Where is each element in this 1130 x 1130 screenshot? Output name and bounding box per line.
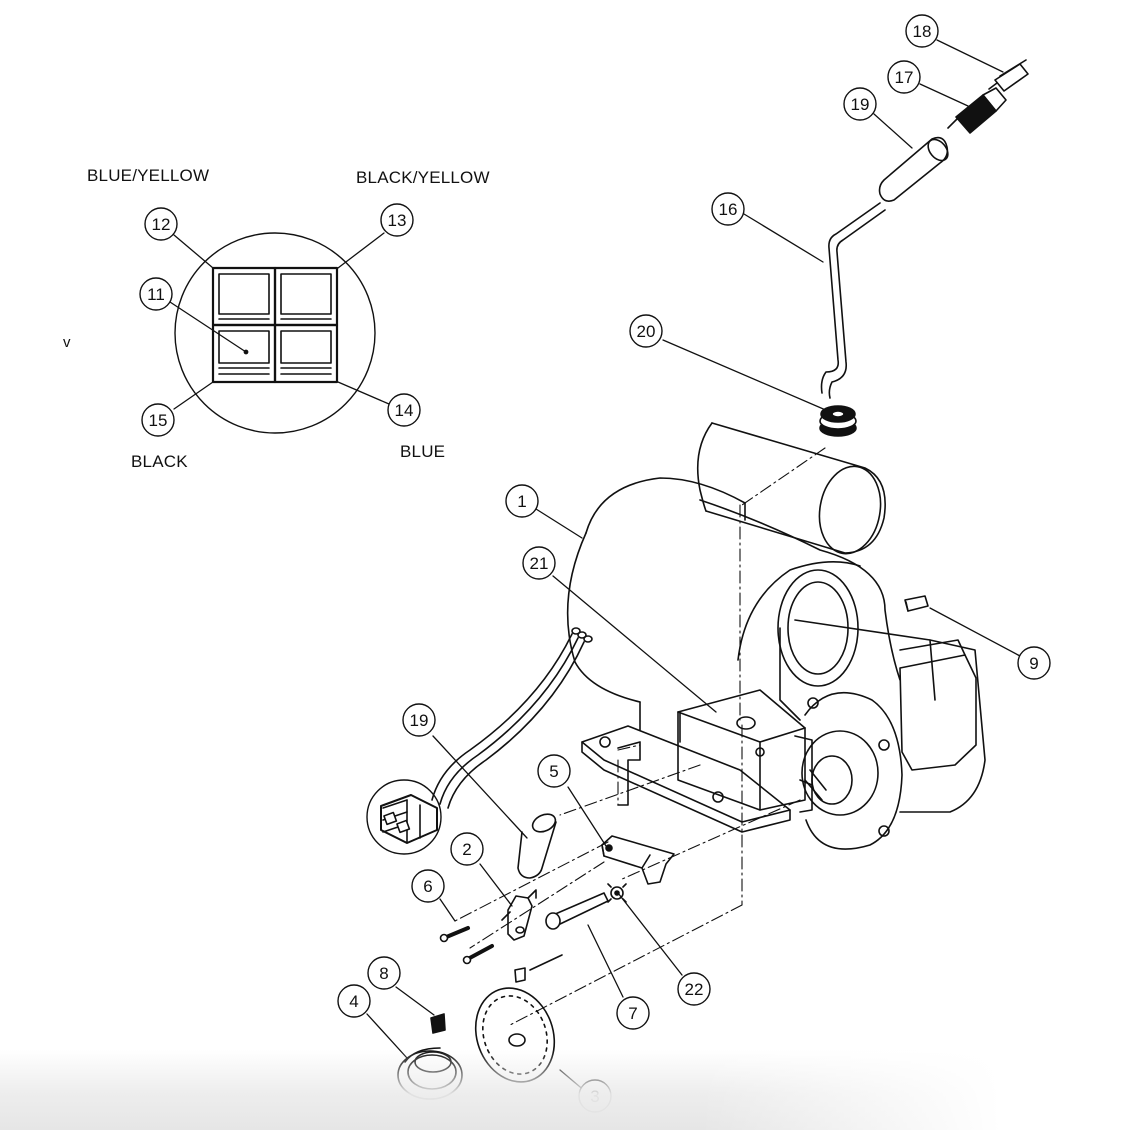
pulley-4 (397, 1047, 463, 1100)
callout-1: 1 (505, 484, 539, 518)
callout-circle (387, 393, 421, 427)
callout-number: 15 (149, 411, 168, 430)
callout-20: 20 (629, 314, 663, 348)
callout-12: 12 (144, 207, 178, 241)
callout-number: 19 (851, 95, 870, 114)
callout-number: 20 (637, 322, 656, 341)
callout-circle (629, 314, 663, 348)
callout-number: 22 (685, 980, 704, 999)
stray-mark: v (63, 334, 71, 351)
connector-cell-top-left (211, 266, 277, 327)
connector-cell-bottom-left (211, 323, 277, 384)
callout-number: 18 (913, 22, 932, 41)
callout-number: 9 (1029, 654, 1038, 673)
callout-15: 15 (141, 403, 175, 437)
callout-8: 8 (367, 956, 401, 990)
callout-circle (450, 832, 484, 866)
plug-17 (947, 87, 1007, 134)
callout-circle (522, 546, 556, 580)
encoder-disk (474, 987, 556, 1083)
callout-number: 4 (349, 992, 358, 1011)
callout-circle (905, 14, 939, 48)
callout-11: 11 (139, 277, 173, 311)
callout-21: 21 (522, 546, 556, 580)
motor-leads (431, 627, 593, 809)
callout-circle (144, 207, 178, 241)
callout-circle (380, 203, 414, 237)
callout-number: 19 (410, 711, 429, 730)
callout-circle (1017, 646, 1051, 680)
callout-number: 16 (719, 200, 738, 219)
callout-circle (677, 972, 711, 1006)
callout-number: 3 (590, 1087, 599, 1106)
callout-14: 14 (387, 393, 421, 427)
sleeve-top (878, 136, 949, 202)
callout-circle (141, 403, 175, 437)
connector-detail (174, 232, 376, 434)
callout-4: 4 (337, 984, 371, 1018)
callout-2: 2 (450, 832, 484, 866)
callout-16: 16 (711, 192, 745, 226)
terminal-18 (988, 59, 1029, 92)
grommet-20 (819, 405, 857, 437)
callout-6: 6 (411, 869, 445, 903)
callout-19: 19 (402, 703, 436, 737)
callout-circle (711, 192, 745, 226)
callout-number: 21 (530, 554, 549, 573)
callout-circle (537, 754, 571, 788)
leader-lines (169, 39, 1021, 1093)
lever-2 (501, 889, 537, 941)
sleeve-lower (517, 813, 557, 879)
callout-17: 17 (887, 60, 921, 94)
callout-circle (139, 277, 173, 311)
callout-3: 3 (578, 1079, 612, 1113)
washer-22 (607, 883, 627, 903)
callout-number: 1 (517, 492, 526, 511)
connector-cell-bottom-right (273, 323, 339, 384)
callout-circle (402, 703, 436, 737)
label-blue: BLUE (400, 442, 445, 461)
callout-number: 17 (895, 68, 914, 87)
motor (566, 422, 986, 850)
callout-7: 7 (616, 996, 650, 1030)
callout-number: 11 (147, 285, 165, 304)
switch-box-21 (677, 689, 813, 813)
callout-number: 2 (462, 840, 471, 859)
callout-number: 13 (388, 211, 407, 230)
callout-circle (411, 869, 445, 903)
callout-circle (843, 87, 877, 121)
callout-circle (616, 996, 650, 1030)
callout-18: 18 (905, 14, 939, 48)
connector-cell-top-right (273, 266, 339, 327)
callout-circle (505, 484, 539, 518)
callout-number: 5 (549, 762, 558, 781)
callout-group: 18 17 19 16 20 12 13 11 15 14 1 21 9 19 5 2 6 22 7 8 4 3 (139, 14, 1051, 1113)
key-9 (904, 595, 929, 612)
centre-lines (454, 447, 826, 1026)
callout-circle (367, 956, 401, 990)
set-screw-8 (430, 954, 563, 1034)
screws-6 (439, 926, 494, 965)
callout-number: 8 (379, 964, 388, 983)
bracket-5 (601, 835, 675, 885)
callout-22: 22 (677, 972, 711, 1006)
callout-number: 12 (152, 215, 171, 234)
callout-number: 6 (423, 877, 432, 896)
label-black-yellow: BLACK/YELLOW (356, 168, 490, 187)
wire-harness (820, 202, 886, 399)
pin-7 (545, 892, 609, 930)
callout-13: 13 (380, 203, 414, 237)
callout-9: 9 (1017, 646, 1051, 680)
callout-circle (337, 984, 371, 1018)
callout-number: 14 (395, 401, 414, 420)
callout-5: 5 (537, 754, 571, 788)
callout-circle (887, 60, 921, 94)
callout-19: 19 (843, 87, 877, 121)
connector-bubble (366, 779, 442, 855)
label-black: BLACK (131, 452, 188, 471)
label-blue-yellow: BLUE/YELLOW (87, 166, 209, 185)
callout-number: 7 (628, 1004, 637, 1023)
